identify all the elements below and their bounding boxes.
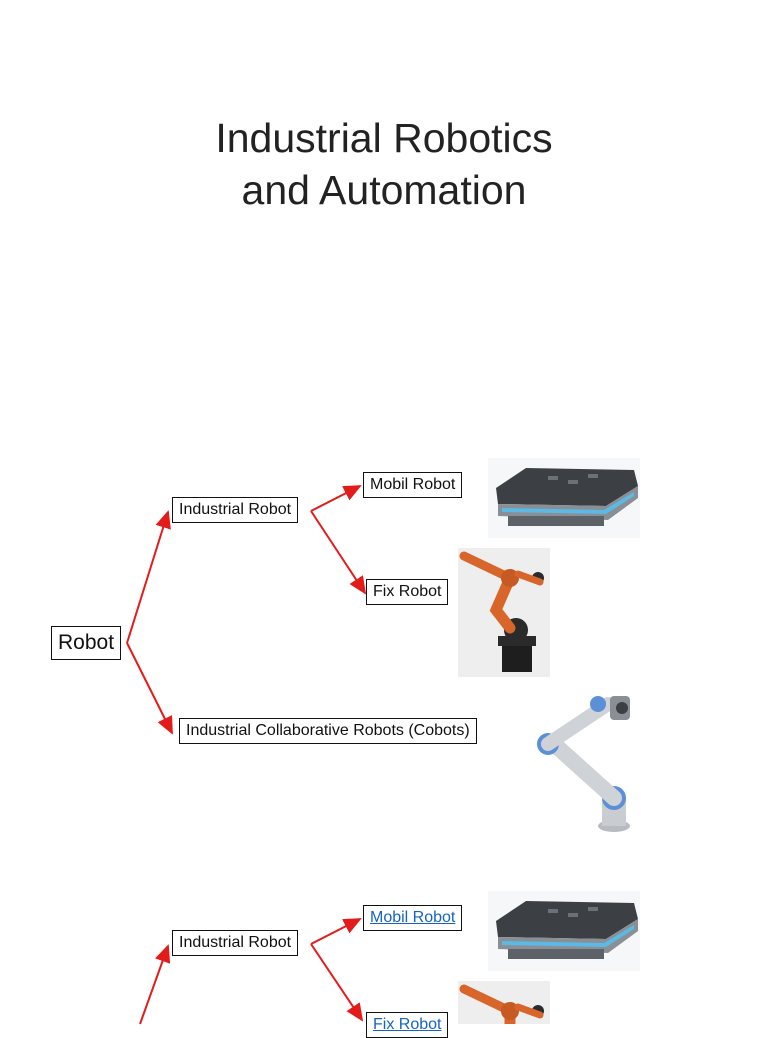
industrial-arm-image xyxy=(458,548,550,677)
arrow-robot-to-cobots xyxy=(126,642,173,735)
arrow-robot-to-industrial xyxy=(126,510,171,644)
mobil-robot-node: Mobil Robot xyxy=(363,472,463,498)
mobil-robot-link-node[interactable]: Mobil Robot xyxy=(363,905,463,931)
fix-robot-link[interactable]: Fix Robot xyxy=(373,1016,442,1033)
mobil-robot-link[interactable]: Mobil Robot xyxy=(370,909,456,926)
cobot-arm-image xyxy=(528,686,644,836)
cobots-node: Industrial Collaborative Robots (Cobots) xyxy=(179,718,477,744)
fix-robot-node: Fix Robot xyxy=(366,579,449,605)
title-line-1: Industrial Robotics xyxy=(215,115,553,161)
robot-node: Robot xyxy=(51,626,122,660)
arrow2-robot-to-industrial xyxy=(139,944,171,1025)
industrial-robot-node-2: Industrial Robot xyxy=(172,930,299,956)
mobile-robot-image xyxy=(488,458,640,538)
mobile-robot-image-2 xyxy=(488,891,640,971)
arrow-industrial-to-fix xyxy=(310,510,367,595)
arrow2-industrial-to-mobil xyxy=(310,918,362,945)
arrow2-industrial-to-fix xyxy=(310,943,364,1022)
title-line-2: and Automation xyxy=(241,167,527,213)
industrial-arm-image-2 xyxy=(458,981,550,1024)
fix-robot-link-node[interactable]: Fix Robot xyxy=(366,1012,449,1038)
slide-title: Industrial Robotics and Automation xyxy=(0,112,768,216)
industrial-robot-node: Industrial Robot xyxy=(172,497,299,523)
arrow-industrial-to-mobil xyxy=(310,485,362,512)
